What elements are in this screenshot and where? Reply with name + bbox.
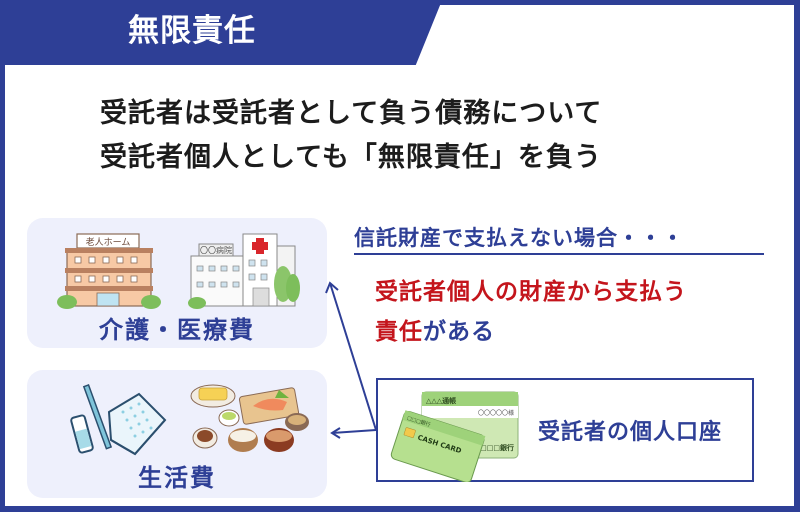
passbook-title: △△△通帳 [426,396,456,405]
lead-line-2: 受託者個人としても「無限責任」を負う [100,142,602,173]
toothbrush-towel-icon [70,384,167,456]
personal-account-box: △△△通帳 〇〇〇〇〇様 □□□銀行 □□□銀行 CASH CARD 受託者の個… [376,378,754,482]
responsibility-text: 受託者個人の財産から支払う 責任がある [375,272,775,352]
passbook-name: 〇〇〇〇〇様 [478,409,514,417]
header-title: 無限責任 [128,13,256,49]
hospital-icon: 〇〇病院 [188,233,300,309]
responsibility-line-1: 受託者個人の財産から支払う [375,279,687,305]
responsibility-suffix: がある [423,319,495,345]
card-living: 生活費 [27,370,327,498]
personal-account-label: 受託者の個人口座 [538,420,723,445]
header-tab [0,0,440,65]
card-care-medical: 老人ホーム 〇〇病院 介護・医療費 [27,218,327,348]
lead-statement: 受託者は受託者として負う債務について 受託者個人としても「無限責任」を負う [100,92,720,180]
condition-underline [354,253,764,255]
japanese-meal-icon [190,384,309,452]
responsibility-emphasis: 責任 [375,319,423,345]
lead-line-1: 受託者は受託者として負う債務について [100,98,603,129]
nursing-home-sign: 老人ホーム [86,236,131,248]
condition-text: 信託財産で支払えない場合・・・ [354,226,684,250]
bankbook-and-cash-card-icon: △△△通帳 〇〇〇〇〇様 □□□銀行 □□□銀行 CASH CARD [390,391,519,482]
nursing-home-icon: 老人ホーム [57,233,161,309]
hospital-sign: 〇〇病院 [200,245,232,255]
passbook-bank: □□□銀行 [480,443,514,452]
card-label-care-medical: 介護・医療費 [99,316,255,344]
card-label-living: 生活費 [138,464,216,492]
